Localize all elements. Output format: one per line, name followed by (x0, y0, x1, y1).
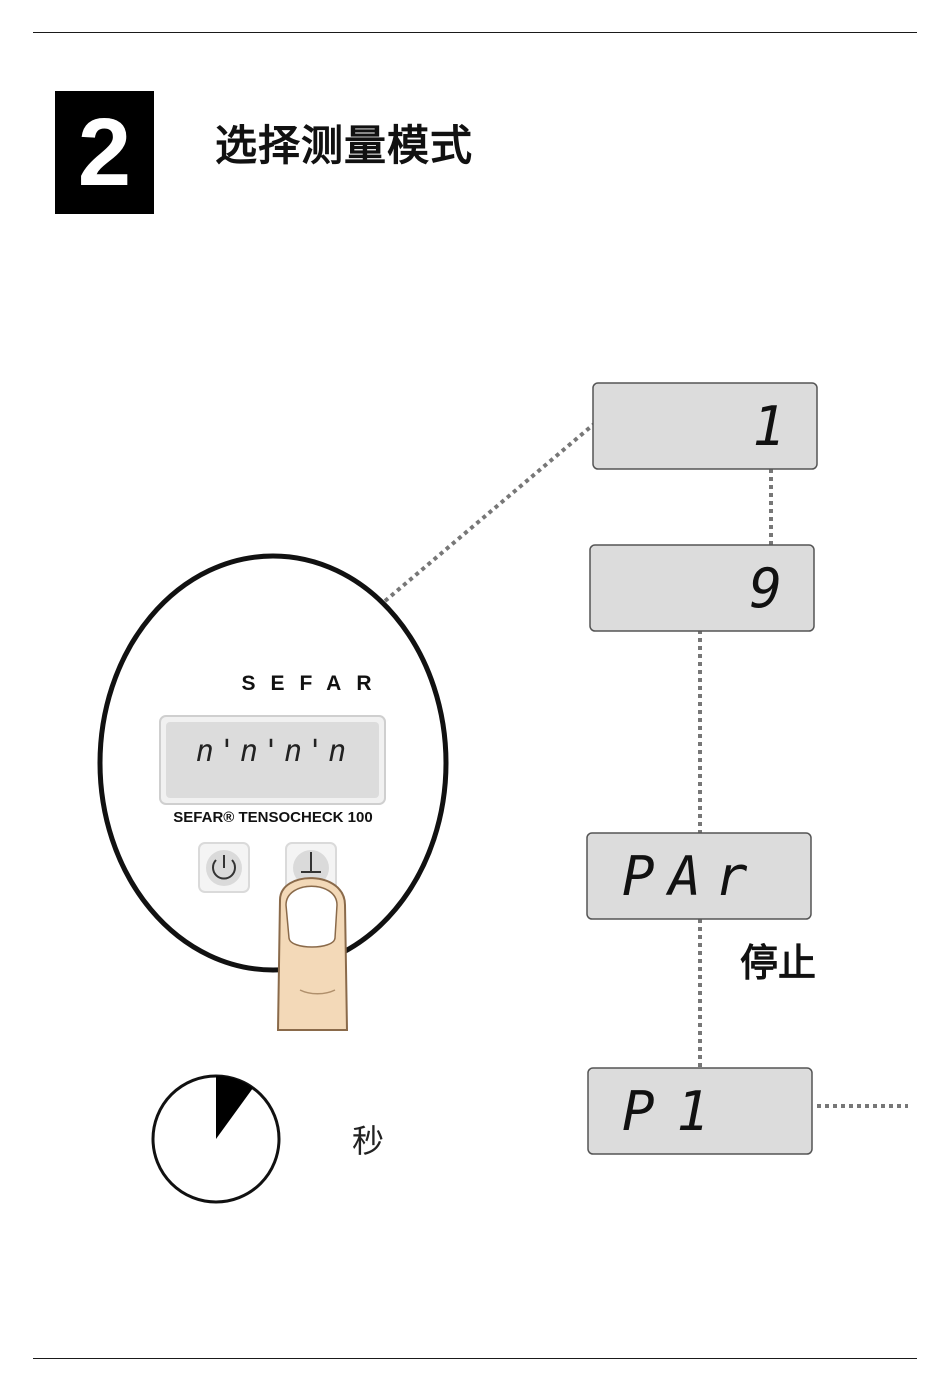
lcd-display-1-text: 1 (752, 395, 785, 458)
lcd-display-2: 9 (590, 545, 814, 631)
device-brand: SEFAR (241, 672, 386, 695)
lcd-display-3: PAr (587, 833, 811, 919)
lcd-display-3-text: PAr (622, 845, 762, 908)
stop-label: 停止 (740, 932, 816, 987)
timer (153, 1076, 279, 1202)
lcd-display-2-text: 9 (749, 557, 782, 620)
device: SEFAR n'n'n'n SEFAR® TENSOCHECK 100 (100, 556, 446, 1030)
seconds-label: 秒 (352, 1116, 384, 1162)
device-display-text: n'n'n'n (196, 734, 350, 769)
lcd-display-4: P1 (588, 1068, 812, 1154)
device-model-label: SEFAR® TENSOCHECK 100 (173, 809, 372, 826)
lcd-display-4-text: P1 (622, 1080, 731, 1143)
lcd-display-1: 1 (593, 383, 817, 469)
dotted-connectors (385, 424, 908, 1106)
fingernail (286, 886, 337, 947)
zoom-connector (385, 424, 594, 601)
